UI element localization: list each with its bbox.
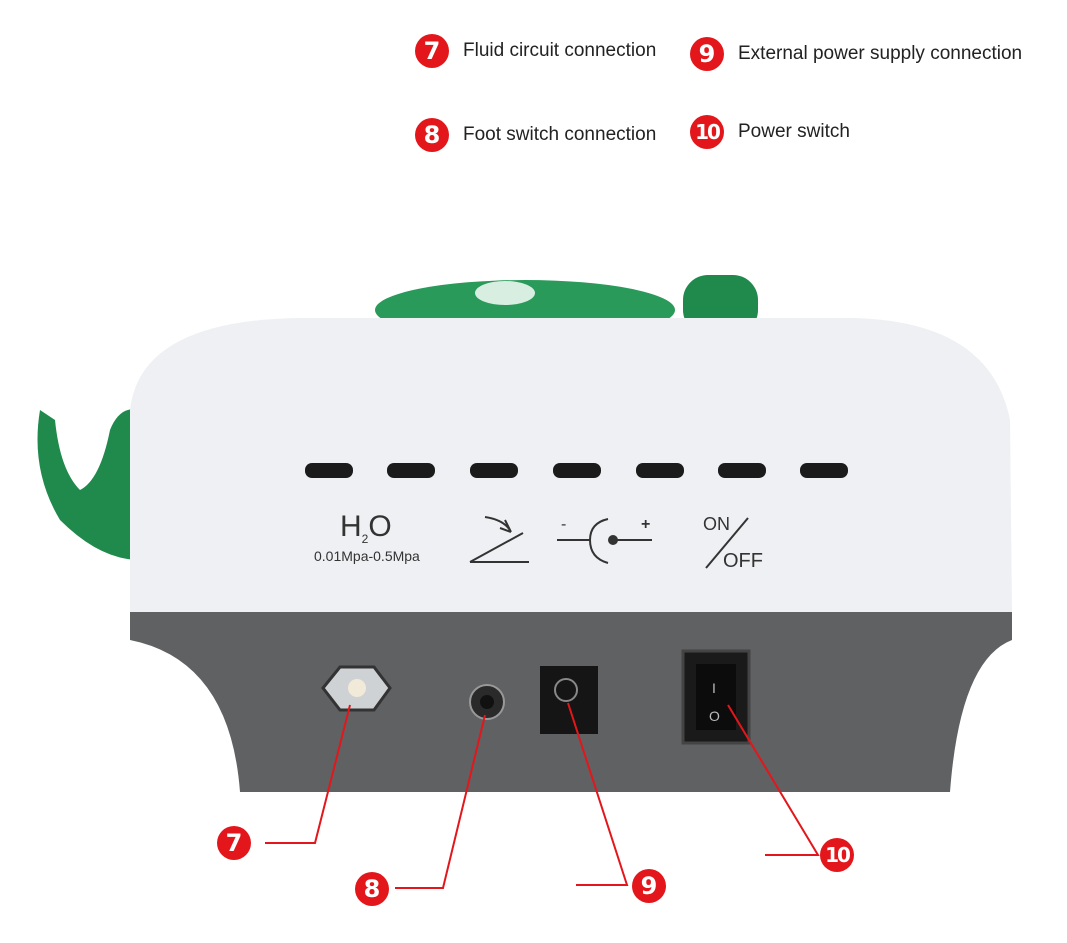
legend-item-power-switch: 10 Power switch [690,115,850,149]
legend-item-fluid: 7 Fluid circuit connection [415,34,656,68]
number-badge: 7 [415,34,449,68]
legend-label: Power switch [738,121,850,142]
dc-polarity-icon [557,518,652,564]
legend-label: Fluid circuit connection [463,40,657,61]
vents [305,463,848,478]
h2o-label: H2O [340,510,392,546]
legend-item-power-supply: 9 External power supply connection [690,37,1022,71]
h2o-sub: 2 [361,532,369,546]
pressure-label: 0.01Mpa-0.5Mpa [314,548,420,564]
switch-off-mark: O [709,708,720,724]
off-label: OFF [723,550,763,572]
foot-switch-icon [469,516,529,563]
callout-lines [265,702,820,889]
callout-7: 7 [217,826,251,860]
number-badge: 10 [690,115,724,149]
legend-label: Foot switch connection [463,124,657,145]
number-badge: 8 [415,118,449,152]
on-label: ON [703,514,730,534]
dc-minus: - [561,516,567,533]
legend-label: External power supply connection [738,43,1023,64]
legend-item-foot-switch: 8 Foot switch connection [415,118,656,152]
callout-9: 9 [632,869,666,903]
handpiece-holder [37,409,140,560]
on-off-slash [705,517,749,569]
switch-on-mark: I [712,680,716,696]
h2o-o: O [368,510,392,543]
callout-8: 8 [355,872,389,906]
dc-plus: + [641,516,651,533]
h2o-h: H [340,510,362,543]
number-badge: 9 [690,37,724,71]
callout-10: 10 [820,838,854,872]
